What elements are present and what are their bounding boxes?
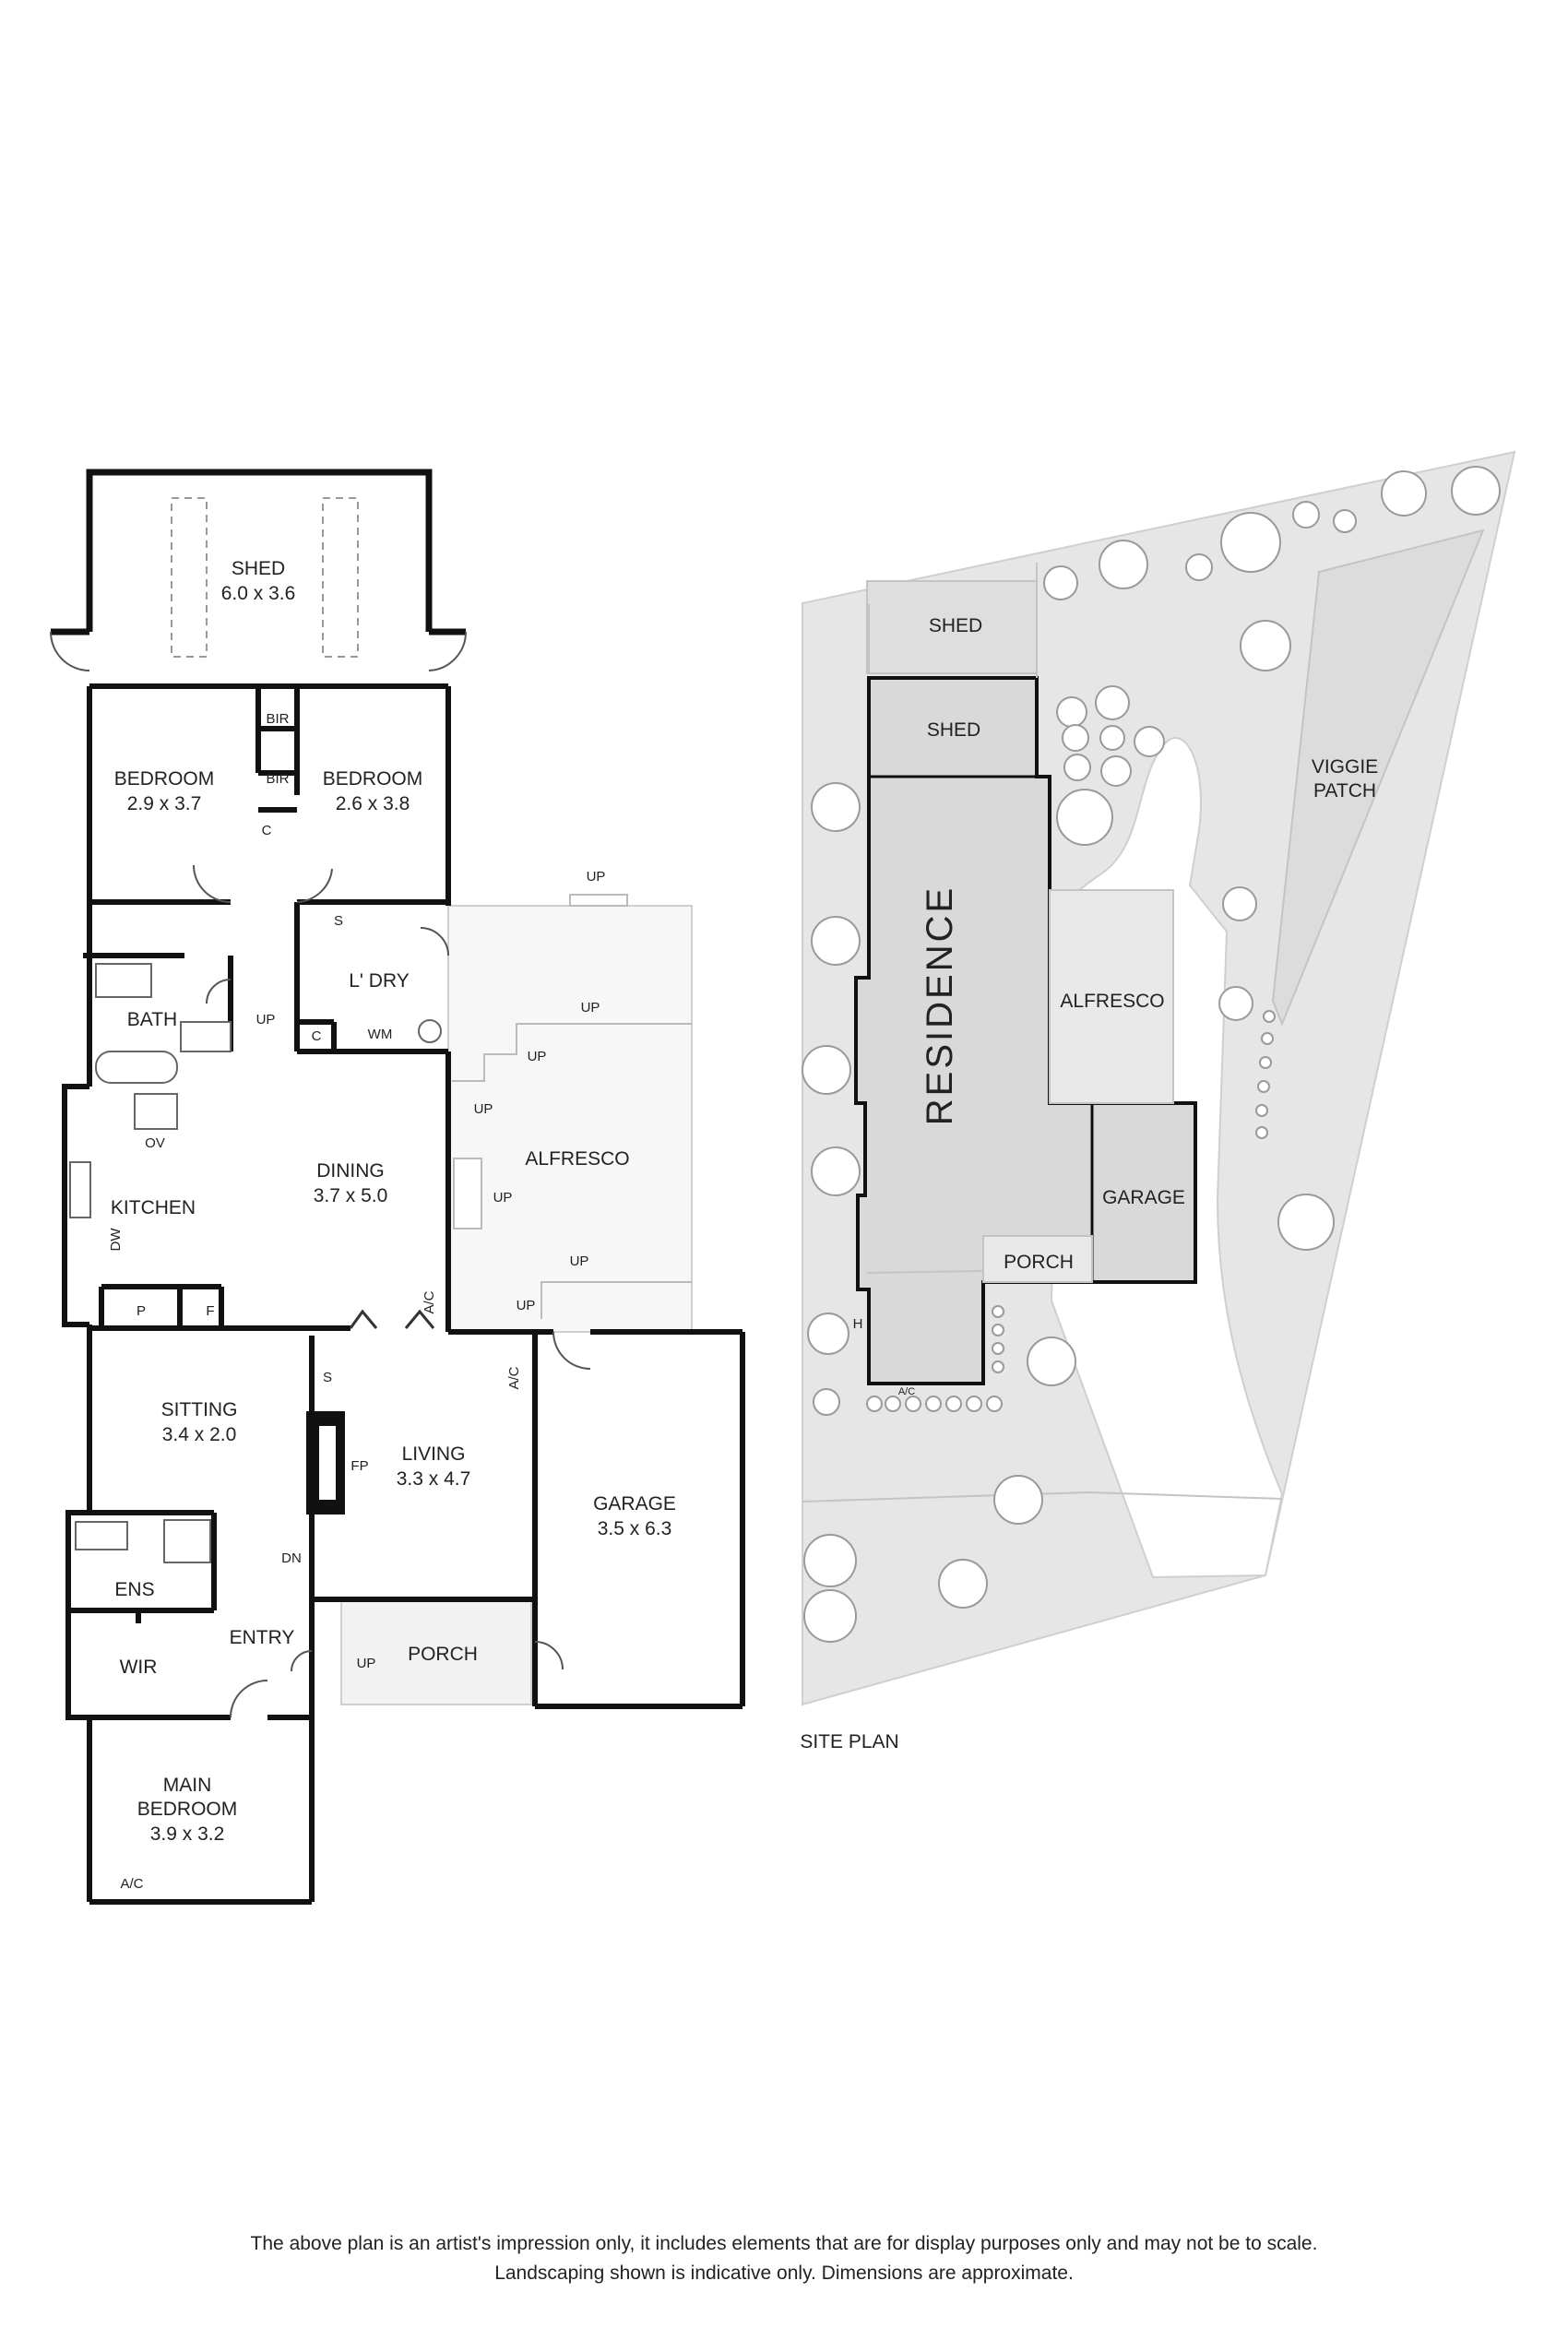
bedroom-right-dims: 2.6 x 3.8 bbox=[336, 793, 410, 814]
dining-up-label: UP bbox=[493, 1190, 513, 1206]
laundry-c-label: C bbox=[312, 1028, 322, 1044]
site-ac-label: A/C bbox=[898, 1386, 915, 1397]
hall-up-label: UP bbox=[256, 1012, 276, 1028]
wm-icon bbox=[418, 1019, 442, 1043]
laundry-s-label: S bbox=[334, 913, 343, 929]
alfresco-area bbox=[447, 905, 693, 1333]
porch-area bbox=[340, 1598, 532, 1705]
main-bedroom-line2: BEDROOM bbox=[137, 1799, 238, 1820]
bir-top-label: BIR bbox=[266, 711, 289, 727]
site-alfresco bbox=[1049, 889, 1174, 1104]
alfresco-step-top bbox=[569, 894, 628, 907]
closet-label: C bbox=[262, 823, 272, 838]
dining-label: DINING bbox=[316, 1160, 385, 1182]
garage-dims: 3.5 x 6.3 bbox=[598, 1518, 672, 1539]
bedroom-left-label: BEDROOM bbox=[114, 768, 215, 790]
site-h-label: H bbox=[853, 1316, 863, 1332]
bathtub-icon bbox=[95, 1051, 178, 1084]
dw-label: DW bbox=[108, 1228, 124, 1252]
porch-label: PORCH bbox=[408, 1644, 478, 1665]
site-shed-outer bbox=[866, 580, 1038, 674]
living-s-label: S bbox=[323, 1370, 332, 1385]
site-plan-label: SITE PLAN bbox=[800, 1731, 898, 1752]
kitchen-label: KITCHEN bbox=[111, 1197, 196, 1218]
fp-label: FP bbox=[350, 1458, 368, 1474]
laundry-label: L' DRY bbox=[349, 970, 409, 992]
site-porch bbox=[982, 1235, 1093, 1283]
disclaimer-line-2: Landscaping shown is indicative only. Di… bbox=[494, 2263, 1074, 2284]
ac-main-bedroom-label: A/C bbox=[120, 1876, 143, 1892]
ensuite-shower-icon bbox=[163, 1519, 211, 1563]
main-bedroom-line1: MAIN bbox=[163, 1775, 212, 1796]
alfresco-label: ALFRESCO bbox=[525, 1148, 629, 1170]
site-alfresco-label: ALFRESCO bbox=[1060, 991, 1164, 1012]
wir-label: WIR bbox=[120, 1657, 158, 1678]
ensuite-vanity-icon bbox=[75, 1521, 128, 1550]
fridge-label: F bbox=[206, 1303, 214, 1319]
shed-dims: 6.0 x 3.6 bbox=[221, 583, 296, 604]
alfresco-up-step2: UP bbox=[528, 1049, 547, 1064]
viggie-patch-area bbox=[1271, 529, 1485, 1027]
viggie-patch-line2: PATCH bbox=[1313, 780, 1376, 802]
shed-skylight-right bbox=[322, 497, 359, 658]
dn-label: DN bbox=[281, 1550, 302, 1566]
alfresco-up-mid: UP bbox=[581, 1000, 600, 1016]
shower-icon bbox=[180, 1021, 232, 1052]
shed-structure bbox=[51, 469, 466, 636]
alfresco-step-lower bbox=[540, 1281, 692, 1319]
oven-label: OV bbox=[145, 1135, 165, 1151]
dining-dims: 3.7 x 5.0 bbox=[314, 1185, 388, 1206]
pantry-label: P bbox=[137, 1303, 146, 1319]
site-shed-inner-label: SHED bbox=[927, 719, 980, 741]
disclaimer-line-1: The above plan is an artist's impression… bbox=[250, 2233, 1318, 2254]
ac-garage-label: A/C bbox=[506, 1366, 522, 1389]
shed-label: SHED bbox=[232, 558, 285, 579]
entry-label: ENTRY bbox=[230, 1627, 295, 1648]
porch-up-label: UP bbox=[357, 1656, 376, 1671]
garage-label: GARAGE bbox=[593, 1493, 676, 1515]
dining-step bbox=[453, 1158, 482, 1229]
viggie-patch-line1: VIGGIE bbox=[1312, 756, 1378, 778]
living-label: LIVING bbox=[402, 1443, 466, 1465]
alfresco-up-step1: UP bbox=[474, 1101, 493, 1117]
bedroom-right-label: BEDROOM bbox=[323, 768, 423, 790]
house-walls bbox=[62, 683, 745, 1905]
bir-bottom-label: BIR bbox=[266, 771, 289, 787]
sink-icon bbox=[69, 1161, 91, 1218]
alfresco-steps bbox=[452, 1023, 692, 1082]
site-porch-label: PORCH bbox=[1004, 1252, 1074, 1273]
site-residence bbox=[854, 676, 1197, 1385]
site-trees bbox=[802, 466, 1501, 1643]
sitting-label: SITTING bbox=[161, 1399, 238, 1420]
site-garage-label: GARAGE bbox=[1102, 1187, 1185, 1208]
bedroom-left-dims: 2.9 x 3.7 bbox=[127, 793, 202, 814]
door-swings bbox=[193, 864, 591, 1718]
floor-plan: SHED 6.0 x 3.6 BEDROOM 2.9 x 3.7 BEDROOM… bbox=[50, 469, 745, 1905]
ensuite-label: ENS bbox=[114, 1579, 154, 1600]
alfresco-up-lower: UP bbox=[570, 1253, 589, 1269]
bifold-door-left bbox=[349, 1309, 378, 1329]
bath-label: BATH bbox=[127, 1009, 177, 1030]
living-dims: 3.3 x 4.7 bbox=[397, 1468, 471, 1490]
vanity-icon bbox=[95, 963, 152, 998]
site-plan: SHED SHED RESIDENCE ALFRESCO GARAGE PORC… bbox=[800, 450, 1516, 1752]
site-residence-label: RESIDENCE bbox=[920, 885, 960, 1125]
ac-dining-label: A/C bbox=[422, 1290, 437, 1313]
main-bedroom-dims: 3.9 x 3.2 bbox=[150, 1823, 225, 1845]
site-shed-outer-label: SHED bbox=[929, 615, 982, 636]
wm-label: WM bbox=[368, 1027, 393, 1042]
bifold-door-right bbox=[404, 1309, 435, 1329]
shed-skylight-left bbox=[171, 497, 208, 658]
alfresco-up-garage: UP bbox=[517, 1298, 536, 1313]
alfresco-up-top: UP bbox=[587, 869, 606, 885]
cooktop-icon bbox=[134, 1093, 178, 1130]
sitting-dims: 3.4 x 2.0 bbox=[162, 1424, 237, 1445]
